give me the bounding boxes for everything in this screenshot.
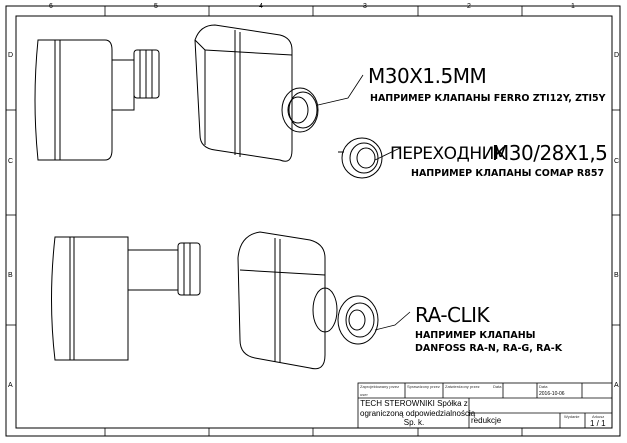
adapter-ring bbox=[338, 137, 383, 179]
date-label-1: Data bbox=[493, 384, 502, 389]
leader-lines bbox=[317, 74, 411, 331]
row-label: A bbox=[614, 382, 619, 389]
approved-label: Zatwierdzony przez bbox=[445, 384, 480, 389]
inner-frame bbox=[15, 15, 613, 429]
row-label: D bbox=[8, 52, 14, 59]
row-label: C bbox=[614, 158, 620, 165]
sheet-label: Arkusz bbox=[592, 414, 605, 419]
row-label: D bbox=[614, 52, 620, 59]
edition-label: Wydanie bbox=[564, 414, 580, 419]
col-label: 1 bbox=[571, 3, 575, 10]
callout-subtitle: НАПРИМЕР КЛАПАНЫ bbox=[415, 330, 536, 341]
iso-view-bottom bbox=[237, 231, 379, 370]
zone-ticks bbox=[6, 6, 620, 436]
callout-title: M30/28X1,5 bbox=[492, 141, 608, 165]
col-label: 5 bbox=[154, 3, 158, 10]
col-label: 4 bbox=[259, 3, 263, 10]
outer-frame bbox=[5, 5, 621, 437]
col-label: 3 bbox=[363, 3, 367, 10]
iso-view-top bbox=[194, 24, 319, 162]
callout-title: M30X1.5MM bbox=[368, 64, 487, 88]
drawing-title: redukcje bbox=[471, 416, 502, 425]
side-view-bottom bbox=[51, 236, 201, 361]
row-label: B bbox=[8, 272, 13, 279]
designed-by-label: Zaprojektowany przez bbox=[360, 384, 400, 389]
company-line: TECH STEROWNIKI Spółka z bbox=[360, 399, 468, 408]
side-view-top bbox=[34, 39, 160, 161]
col-label: 2 bbox=[467, 3, 471, 10]
row-label: B bbox=[614, 272, 619, 279]
title-block bbox=[357, 370, 613, 429]
callout-subtitle: НАПРИМЕР КЛАПАНЫ FERRO ZTI12Y, ZTI5Y bbox=[370, 93, 606, 104]
callout-subtitle: НАПРИМЕР КЛАПАНЫ COMAP R857 bbox=[411, 168, 605, 179]
callout-subtitle-2: DANFOSS RA-N, RA-G, RA-K bbox=[415, 343, 563, 354]
callout-title: RA-CLIK bbox=[415, 303, 490, 327]
designed-by: user bbox=[360, 392, 368, 397]
checked-label: Sprawdzony przez bbox=[407, 384, 440, 389]
sheet-number: 1 / 1 bbox=[590, 419, 606, 428]
col-label: 6 bbox=[49, 3, 53, 10]
company-line: ograniczoną odpowiedzialnością bbox=[360, 408, 476, 418]
date: 2016-10-06 bbox=[539, 391, 565, 397]
company-line: Sp. k. bbox=[403, 418, 425, 427]
callout-prefix: ПЕРЕХОДНИК bbox=[390, 144, 506, 164]
row-label: C bbox=[8, 158, 14, 165]
date-label: Data bbox=[539, 384, 548, 389]
row-label: A bbox=[8, 382, 13, 389]
company: TECH STEROWNIKI Spółka z ograniczoną odp… bbox=[360, 399, 476, 428]
